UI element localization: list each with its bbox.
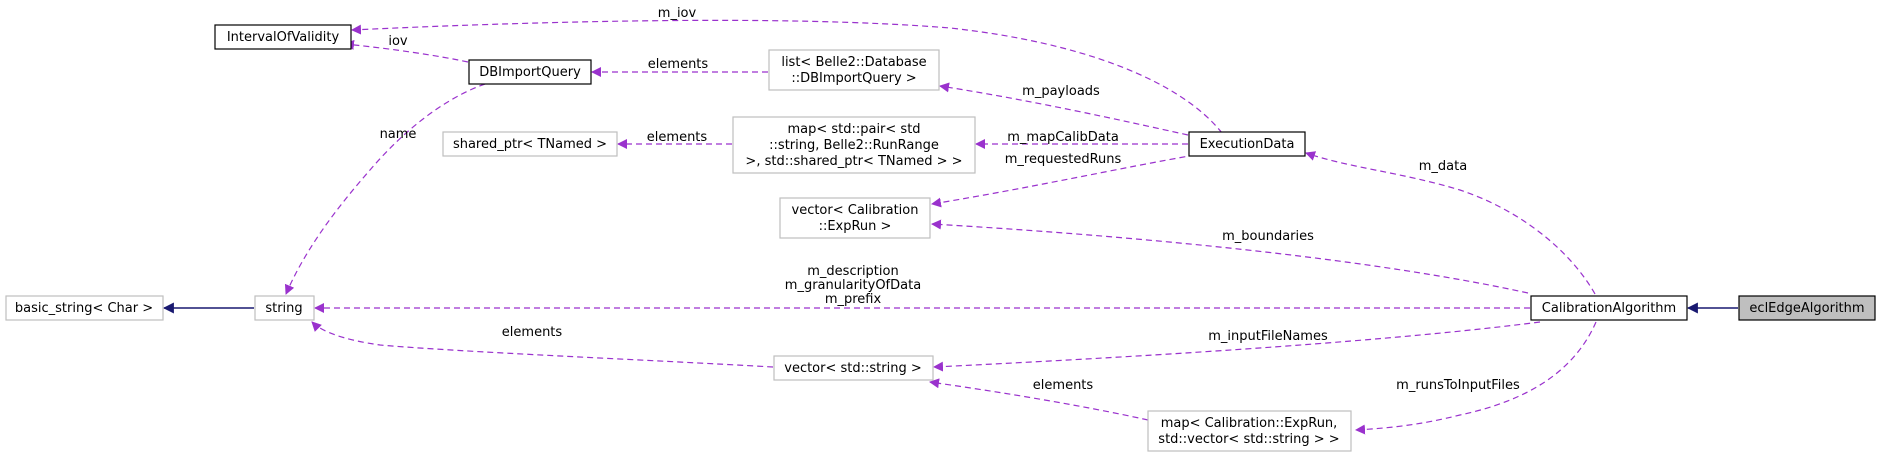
label-m-boundaries: m_boundaries bbox=[1222, 229, 1314, 244]
svg-text:::DBImportQuery >: ::DBImportQuery > bbox=[791, 71, 916, 86]
label-m-granularityofdata: m_granularityOfData bbox=[785, 278, 921, 293]
edge-m-requestedruns bbox=[931, 154, 1196, 208]
svg-text:::string, Belle2::RunRange: ::string, Belle2::RunRange bbox=[769, 138, 939, 153]
label-m-requestedruns: m_requestedRuns bbox=[1005, 152, 1122, 167]
label-iov: iov bbox=[388, 34, 408, 49]
svg-text:::ExpRun >: ::ExpRun > bbox=[819, 219, 892, 234]
label-m-description: m_description bbox=[807, 264, 898, 279]
svg-text:vector< std::string >: vector< std::string > bbox=[784, 361, 921, 376]
svg-text:IntervalOfValidity: IntervalOfValidity bbox=[227, 30, 340, 45]
label-m-prefix: m_prefix bbox=[825, 292, 882, 307]
edge-m-iov bbox=[351, 19, 1223, 134]
edge-m-data bbox=[1305, 151, 1596, 295]
label-elements-list: elements bbox=[648, 57, 709, 72]
node-interval-of-validity[interactable]: IntervalOfValidity bbox=[214, 24, 352, 50]
svg-text:>, std::shared_ptr< TNamed > >: >, std::shared_ptr< TNamed > > bbox=[745, 154, 962, 169]
svg-text:CalibrationAlgorithm: CalibrationAlgorithm bbox=[1542, 301, 1676, 316]
edge-iov bbox=[344, 39, 469, 63]
label-elements-map-runs: elements bbox=[1033, 378, 1094, 393]
node-vector-std-string[interactable]: vector< std::string > bbox=[773, 355, 934, 381]
node-vector-exprun[interactable]: vector< Calibration ::ExpRun > bbox=[779, 197, 931, 239]
svg-text:vector< Calibration: vector< Calibration bbox=[792, 203, 919, 218]
edge-elements-vector-string bbox=[311, 321, 774, 368]
node-shared-ptr-tnamed[interactable]: shared_ptr< TNamed > bbox=[442, 131, 618, 157]
edge-m-runstoinputfiles bbox=[1355, 321, 1597, 435]
node-list-dbimportquery[interactable]: list< Belle2::Database ::DBImportQuery > bbox=[768, 49, 940, 91]
label-elements-vector-string: elements bbox=[502, 325, 563, 340]
node-execution-data[interactable]: ExecutionData bbox=[1188, 131, 1306, 157]
label-m-payloads: m_payloads bbox=[1022, 84, 1100, 99]
svg-text:DBImportQuery: DBImportQuery bbox=[479, 65, 581, 80]
label-elements-shared: elements bbox=[647, 130, 708, 145]
node-basic-string-char[interactable]: basic_string< Char > bbox=[5, 295, 164, 321]
node-dbimport-query[interactable]: DBImportQuery bbox=[468, 59, 592, 85]
edge-name bbox=[284, 83, 486, 295]
node-map-pair-string-runrange[interactable]: map< std::pair< std ::string, Belle2::Ru… bbox=[732, 116, 976, 174]
svg-text:ExecutionData: ExecutionData bbox=[1200, 137, 1295, 152]
node-string[interactable]: string bbox=[254, 295, 315, 321]
svg-text:string: string bbox=[265, 301, 302, 316]
svg-text:basic_string< Char >: basic_string< Char > bbox=[15, 301, 153, 316]
svg-text:eclEdgeAlgorithm: eclEdgeAlgorithm bbox=[1749, 301, 1864, 316]
edge-m-boundaries bbox=[931, 219, 1529, 294]
label-name: name bbox=[380, 127, 417, 142]
label-m-runstoinputfiles: m_runsToInputFiles bbox=[1396, 378, 1520, 393]
label-m-mapcalibdata: m_mapCalibData bbox=[1007, 130, 1119, 145]
svg-text:map< std::pair< std: map< std::pair< std bbox=[787, 122, 920, 137]
label-m-iov: m_iov bbox=[658, 6, 697, 21]
node-ecl-edge-algorithm[interactable]: eclEdgeAlgorithm bbox=[1738, 295, 1876, 321]
svg-text:map< Calibration::ExpRun,: map< Calibration::ExpRun, bbox=[1161, 416, 1338, 431]
svg-text:shared_ptr< TNamed >: shared_ptr< TNamed > bbox=[453, 137, 607, 152]
label-m-data: m_data bbox=[1419, 159, 1467, 174]
node-calibration-algorithm[interactable]: CalibrationAlgorithm bbox=[1530, 295, 1688, 321]
edge-m-inputfilenames bbox=[933, 321, 1541, 372]
svg-text:std::vector< std::string > >: std::vector< std::string > > bbox=[1158, 432, 1339, 447]
label-m-inputfilenames: m_inputFileNames bbox=[1208, 329, 1328, 344]
node-map-exprun-vector-string[interactable]: map< Calibration::ExpRun, std::vector< s… bbox=[1147, 410, 1352, 452]
svg-text:list< Belle2::Database: list< Belle2::Database bbox=[781, 55, 926, 70]
edge-elements-map-runs bbox=[929, 378, 1149, 421]
